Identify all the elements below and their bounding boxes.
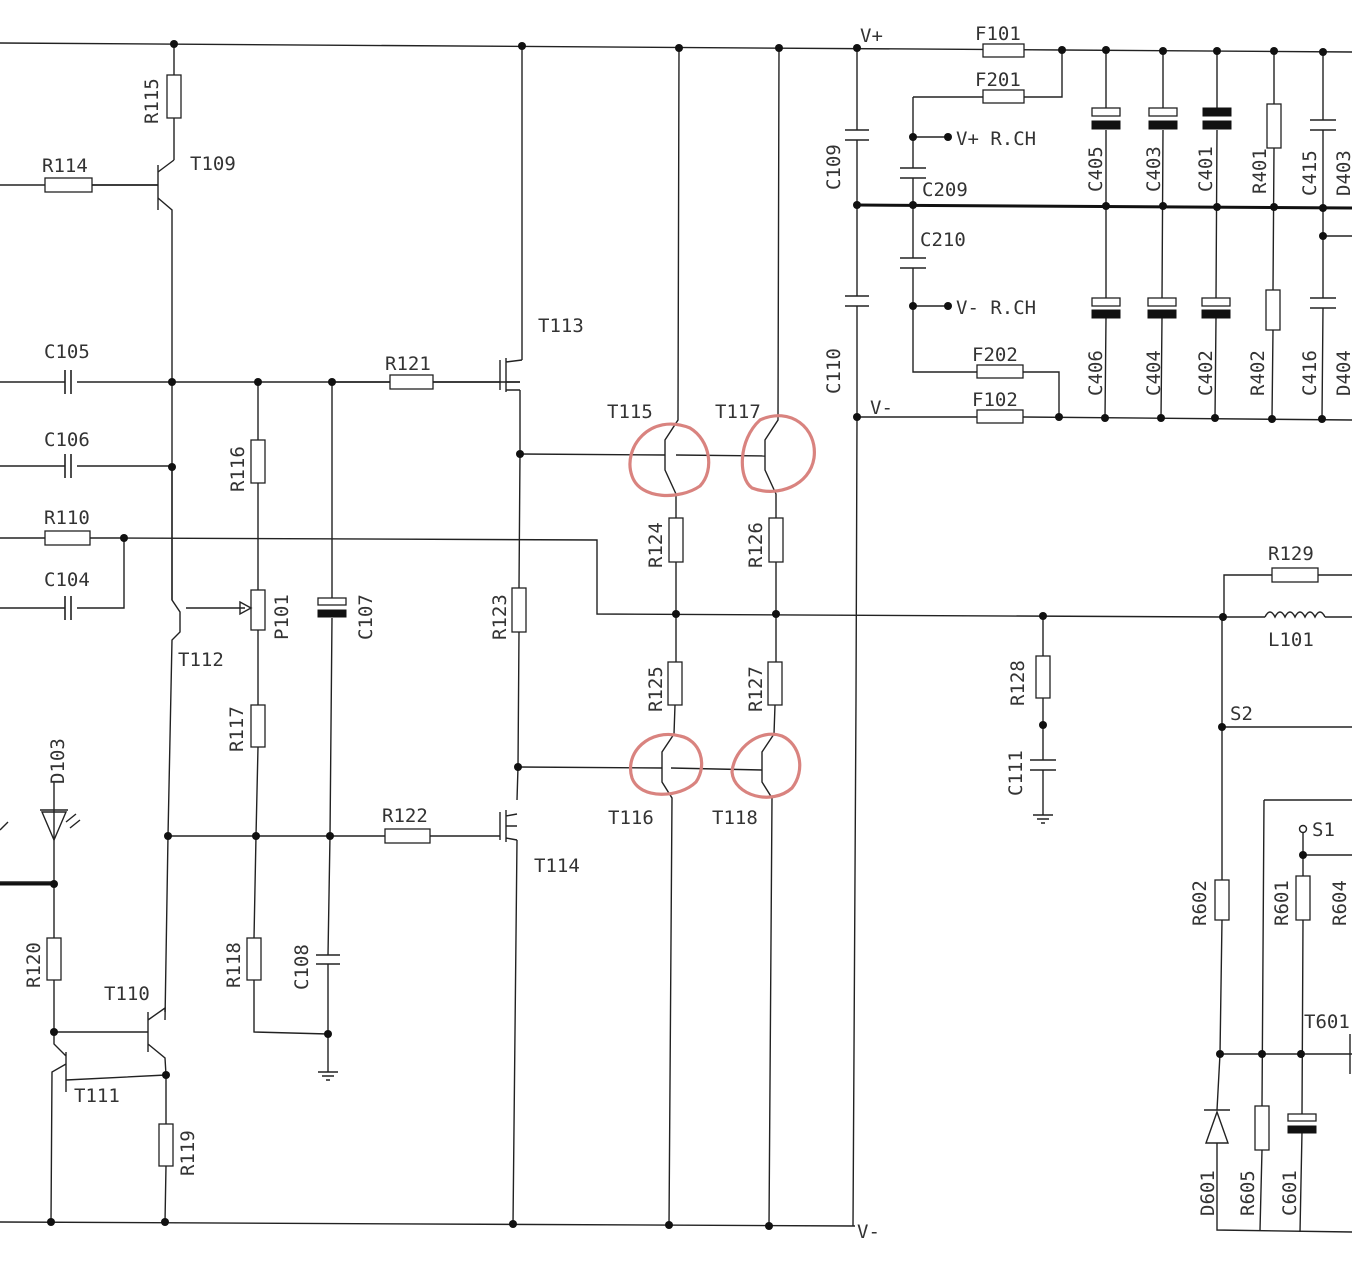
label-vminus-rch: V- R.CH [956,297,1036,319]
label-f101: F101 [975,23,1021,45]
label-c601: C601 [1279,1170,1301,1216]
label-s2: S2 [1230,703,1253,725]
label-r605: R605 [1237,1170,1259,1216]
label-c401: C401 [1195,146,1217,192]
junction-dots [47,40,1327,1230]
label-r402: R402 [1247,350,1269,396]
label-f202: F202 [972,344,1018,366]
diodes-inductor [0,611,1326,1144]
label-t114: T114 [534,855,580,877]
label-d103: D103 [47,738,69,784]
label-c209: C209 [922,179,968,201]
label-s1: S1 [1312,819,1335,841]
label-r128: R128 [1007,660,1029,706]
label-r117: R117 [226,706,248,752]
label-t109: T109 [190,153,236,175]
label-c416: C416 [1299,350,1321,396]
label-c402: C402 [1195,350,1217,396]
label-r123: R123 [489,594,511,640]
label-c111: C111 [1005,750,1027,796]
label-vminus-bot: V- [857,1221,880,1243]
label-r119: R119 [177,1130,199,1176]
label-c403: C403 [1143,146,1165,192]
label-d403: D403 [1333,150,1352,196]
label-r120: R120 [23,942,45,988]
label-t111: T111 [74,1085,120,1107]
label-r127: R127 [745,666,767,712]
wires [0,42,1352,1233]
label-r114: R114 [42,155,88,177]
highlight-t115 [628,422,711,498]
label-r122: R122 [382,805,428,827]
label-c107: C107 [355,594,377,640]
ground-symbols [318,814,1053,1081]
label-c406: C406 [1085,350,1107,396]
label-c415: C415 [1299,150,1321,196]
label-vplus-rch: V+ R.CH [956,128,1036,150]
highlight-t117 [740,414,816,493]
label-c109: C109 [823,144,845,190]
label-c210: C210 [920,229,966,251]
label-r115: R115 [141,78,163,124]
highlight-t118 [730,732,802,799]
label-t110: T110 [104,983,150,1005]
label-l101: L101 [1268,629,1314,651]
label-r126: R126 [745,522,767,568]
label-vminus-mid: V- [870,397,893,419]
component-labels: V+ V- V- V+ R.CH V- R.CH F101 F201 F202 … [23,23,1352,1243]
highlight-marks [628,414,816,799]
label-p101: P101 [271,594,293,640]
label-d404: D404 [1333,350,1352,396]
label-t117: T117 [715,401,761,423]
label-c104: C104 [44,569,90,591]
label-r124: R124 [645,522,667,568]
highlight-t116 [628,732,704,796]
label-c404: C404 [1143,350,1165,396]
label-t116: T116 [608,807,654,829]
label-t115: T115 [607,401,653,423]
label-r129: R129 [1268,543,1314,565]
label-r121: R121 [385,353,431,375]
label-t113: T113 [538,315,584,337]
label-c405: C405 [1085,146,1107,192]
label-r116: R116 [227,446,249,492]
label-r604: R604 [1329,880,1351,926]
resistors [44,43,1319,1167]
label-r110: R110 [44,507,90,529]
label-r401: R401 [1249,148,1271,194]
label-r125: R125 [645,666,667,712]
label-t112: T112 [178,649,224,671]
label-r602: R602 [1189,880,1211,926]
label-vplus: V+ [860,25,883,47]
label-r601: R601 [1271,880,1293,926]
label-c106: C106 [44,429,90,451]
label-f102: F102 [972,389,1018,411]
capacitors [64,107,1336,1134]
label-d601: D601 [1197,1170,1219,1216]
label-f201: F201 [975,69,1021,91]
label-r118: R118 [223,942,245,988]
label-c108: C108 [291,944,313,990]
label-t118: T118 [712,807,758,829]
label-t601: T601 [1304,1011,1350,1033]
label-c105: C105 [44,341,90,363]
label-c110: C110 [823,348,845,394]
